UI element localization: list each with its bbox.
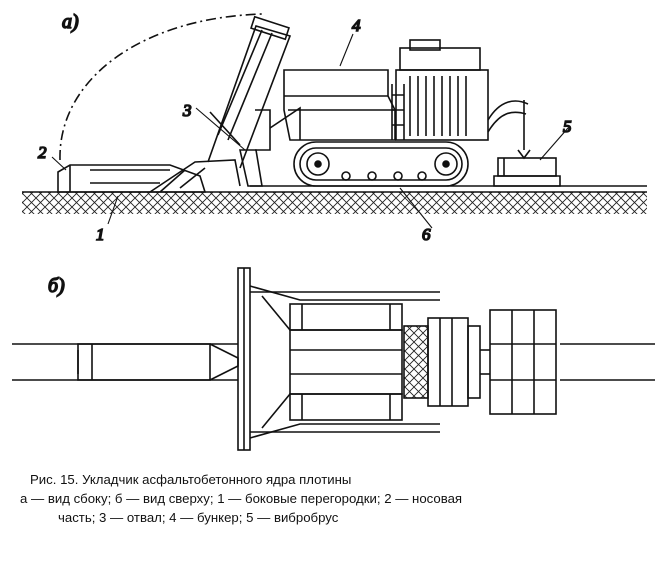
side-view: а): [22, 10, 647, 245]
top-compactor: [403, 317, 481, 407]
side-partitions: [149, 159, 241, 193]
label-4: 4: [352, 16, 361, 35]
label-1: 1: [96, 225, 105, 244]
view-a-label: а): [62, 11, 79, 33]
machine-diagram: а): [12, 10, 655, 451]
top-blade: [237, 267, 251, 451]
bunker: [269, 69, 396, 141]
label-3: 3: [182, 101, 192, 120]
blade: [209, 109, 271, 187]
view-b-label: б): [48, 275, 65, 297]
caption-line-2: часть; 3 — отвал; 4 — бункер; 5 — виброб…: [58, 510, 339, 525]
nose-part: [57, 164, 207, 193]
vibrating-beam: [493, 157, 561, 187]
top-tracks: [289, 303, 403, 421]
label-2: 2: [38, 143, 47, 162]
crawler-track: [293, 141, 469, 187]
top-partitions: [12, 343, 655, 381]
top-hopper: [289, 329, 403, 395]
figure-caption: Рис. 15. Укладчик асфальтобетонного ядра…: [20, 470, 650, 527]
top-frame: [249, 285, 440, 439]
engine-block: [391, 39, 489, 141]
raised-boom: [207, 15, 292, 169]
caption-title: Рис. 15. Укладчик асфальтобетонного ядра…: [30, 472, 352, 487]
caption-line-1: а — вид сбоку; б — вид сверху; 1 — боков…: [20, 491, 463, 506]
label-6: 6: [422, 225, 431, 244]
leader-lines: [51, 33, 569, 229]
top-view: б): [12, 267, 655, 451]
crane-arm: [487, 100, 531, 160]
top-vibrating-beam: [480, 309, 557, 415]
label-5: 5: [563, 117, 572, 136]
ground-hatch: [22, 192, 647, 214]
